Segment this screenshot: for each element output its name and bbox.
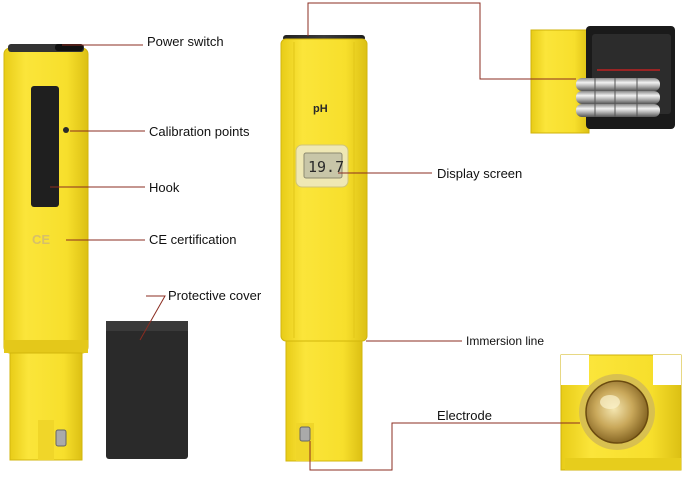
battery-cell — [576, 104, 660, 117]
hook — [31, 86, 59, 207]
protective-cover — [106, 321, 188, 459]
ce-mark: CE — [32, 232, 50, 247]
left-meter-step — [4, 340, 88, 353]
center-meter: pH 19.7 — [280, 35, 368, 462]
label-immersion-line: Immersion line — [466, 334, 545, 348]
leader-electrode — [309, 422, 580, 471]
display-readout: 19.7 — [308, 158, 344, 176]
protective-cover-body — [106, 321, 188, 459]
battery-cell — [576, 91, 660, 104]
battery-cell — [576, 78, 660, 91]
leader-lines — [50, 2, 580, 471]
label-power-switch: Power switch — [147, 34, 224, 49]
battery-inset — [530, 26, 675, 134]
leader-protective-cover — [139, 295, 166, 341]
center-electrode-tip — [299, 426, 311, 442]
electrode-inset — [560, 354, 682, 471]
power-switch-button — [55, 44, 83, 51]
leader-battery — [307, 2, 576, 80]
calibration-point — [63, 127, 69, 133]
label-hook: Hook — [149, 180, 180, 195]
ph-label: pH — [313, 103, 328, 115]
label-calibration-points: Calibration points — [149, 124, 250, 139]
left-electrode-tip — [55, 429, 67, 447]
label-display-screen: Display screen — [437, 166, 523, 181]
label-ce-certification: CE certification — [149, 232, 237, 247]
left-meter: CE — [3, 44, 89, 461]
label-protective-cover: Protective cover — [168, 288, 262, 303]
label-electrode: Electrode — [437, 408, 492, 423]
electrode-bulb — [585, 380, 649, 444]
left-electrode-slot — [38, 420, 54, 460]
display-screen — [303, 152, 343, 179]
